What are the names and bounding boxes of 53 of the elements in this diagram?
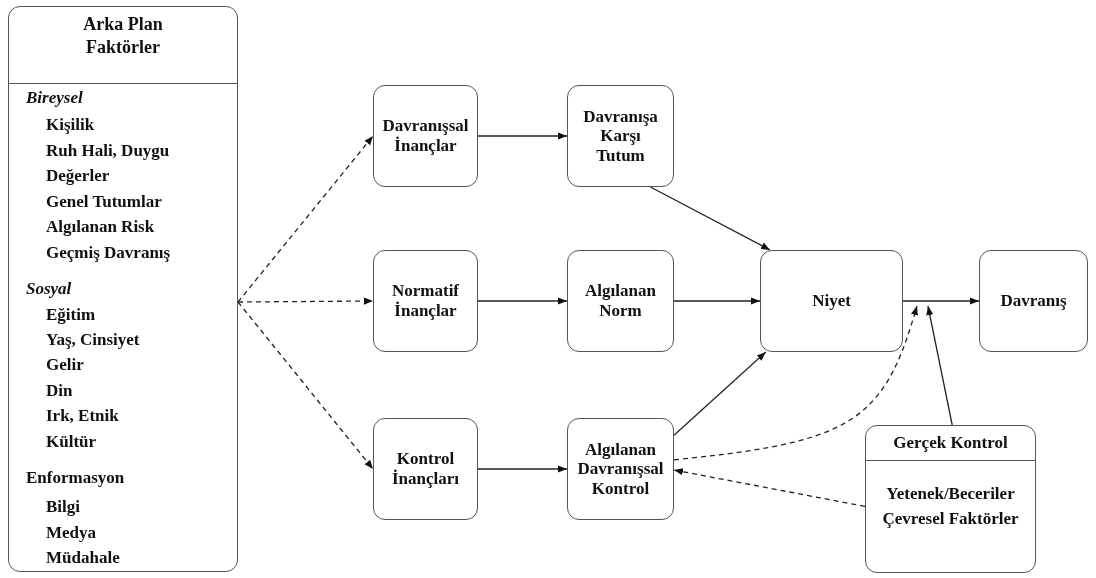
list-item: Kültür	[46, 433, 97, 450]
list-item: Gelir	[46, 356, 84, 373]
panel-heading: Arka Plan Faktörler	[82, 13, 164, 60]
arrow	[237, 135, 374, 303]
group-heading: Bireysel	[26, 89, 83, 106]
arrow	[477, 132, 568, 140]
list-item: Eğitim	[46, 306, 96, 323]
list-item: Değerler	[46, 167, 110, 184]
list-item: Çevresel Faktörler	[881, 510, 1020, 527]
arrow	[237, 297, 374, 305]
list-item: Bilgi	[46, 498, 80, 515]
process-box	[567, 85, 674, 187]
list-item: Enformasyon	[26, 469, 125, 486]
process-box	[373, 250, 478, 352]
box-label: Normatif İnançlar	[391, 281, 460, 321]
arrow	[926, 305, 953, 426]
list-item: Ruh Hali, Duygu	[46, 142, 170, 159]
list-item: Irk, Etnik	[46, 407, 119, 424]
list-item: Kişilik	[46, 116, 95, 133]
group-heading: Sosyal	[26, 280, 72, 297]
panel-heading: Gerçek Kontrol	[892, 434, 1009, 451]
box-label: Algılanan Davranışsal Kontrol	[576, 439, 665, 499]
process-box	[979, 250, 1088, 352]
process-box	[373, 418, 478, 520]
list-item: Din	[46, 382, 73, 399]
list-item: Müdahale	[46, 549, 120, 566]
box-label: Davranış	[999, 291, 1068, 311]
process-box	[373, 85, 478, 187]
arrow	[237, 301, 374, 470]
arrow	[902, 297, 980, 305]
arrow	[477, 297, 568, 305]
arrow	[649, 186, 771, 251]
arrow	[673, 468, 866, 508]
box-label: Niyet	[811, 291, 852, 311]
list-item: Algılanan Risk	[46, 218, 155, 235]
process-box	[760, 250, 903, 352]
list-item: Yetenek/Beceriler	[885, 485, 1016, 502]
factor-list-panel	[8, 6, 238, 572]
box-label: Davranışsal İnançlar	[381, 116, 470, 156]
box-label: Davranışa Karşı Tutum	[582, 106, 659, 166]
process-box	[567, 250, 674, 352]
box-label: Algılanan Norm	[584, 281, 657, 321]
list-item: Geçmiş Davranış	[46, 244, 171, 261]
process-box	[567, 418, 674, 520]
arrow	[673, 305, 918, 461]
list-item: Yaş, Cinsiyet	[46, 331, 140, 348]
control-panel	[865, 425, 1036, 573]
arrow	[673, 297, 761, 305]
arrow	[673, 351, 767, 436]
list-item: Genel Tutumlar	[46, 193, 162, 210]
list-item: Medya	[46, 524, 97, 541]
box-label: Kontrol İnançları	[390, 449, 461, 489]
arrow	[477, 465, 568, 473]
